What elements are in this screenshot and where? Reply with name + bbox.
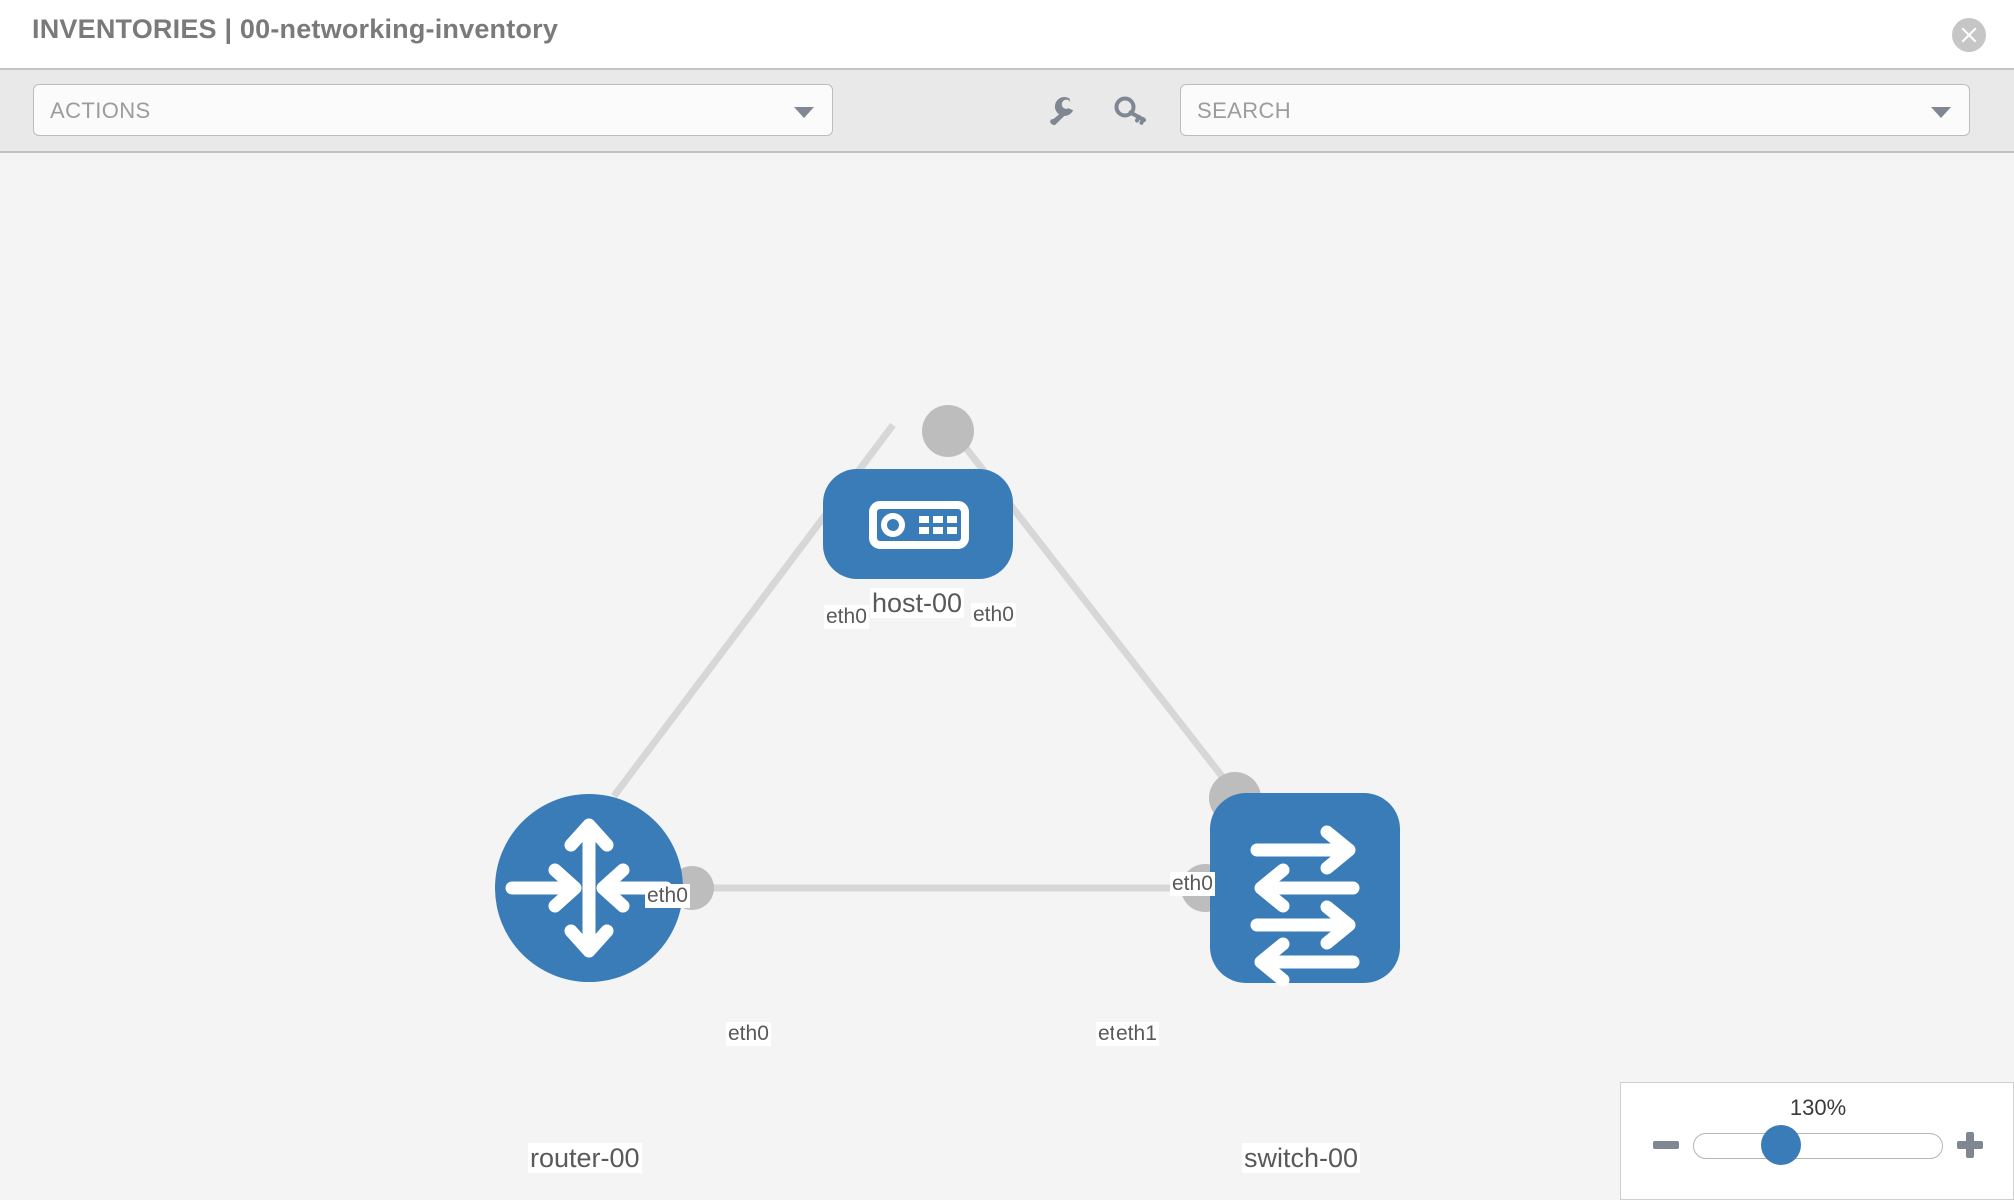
- edge-label-router-eth0-right: eth0: [726, 1022, 771, 1047]
- node-switch-00: [1210, 793, 1400, 987]
- router-arrows-icon: [505, 818, 673, 958]
- edge-label-host-eth0-right: eth0: [971, 603, 1016, 628]
- chevron-down-icon: [794, 107, 814, 118]
- edge-label-switch-eth1-left: eth1: [1114, 1022, 1159, 1047]
- node-router-00: [495, 794, 683, 982]
- page-title: INVENTORIES | 00-networking-inventory: [32, 14, 559, 44]
- zoom-slider-track[interactable]: [1693, 1133, 1943, 1159]
- node-label-router-00: router-00: [528, 1143, 642, 1174]
- page-header: INVENTORIES | 00-networking-inventory: [0, 0, 2014, 68]
- topology-canvas[interactable]: eth0 host-00 eth0 eth0 eth0 eth0 eth0 et…: [0, 153, 2014, 1200]
- key-icon[interactable]: [1110, 90, 1154, 134]
- topology-graph: [495, 405, 1400, 987]
- edge-label-switch-eth0-up: eth0: [1170, 872, 1215, 897]
- plus-icon[interactable]: [1955, 1130, 1985, 1165]
- zoom-level-value: 130%: [1789, 1095, 1847, 1120]
- switch-arrows-icon: [1250, 825, 1360, 987]
- minus-icon[interactable]: [1651, 1130, 1681, 1165]
- edge-label-router-eth0-up: eth0: [645, 884, 690, 909]
- zoom-slider-handle[interactable]: [1761, 1125, 1801, 1165]
- actions-dropdown-label: ACTIONS: [50, 98, 151, 123]
- node-label-switch-00: switch-00: [1242, 1143, 1361, 1174]
- node-host-00: [823, 469, 1013, 579]
- port-host-eth0-right: [922, 405, 974, 457]
- search-placeholder: SEARCH: [1197, 98, 1292, 123]
- actions-dropdown[interactable]: ACTIONS: [33, 84, 833, 136]
- search-input[interactable]: SEARCH: [1180, 84, 1970, 136]
- node-label-host-00: host-00: [870, 588, 965, 619]
- close-icon[interactable]: [1952, 18, 1986, 52]
- chevron-down-icon: [1931, 107, 1951, 118]
- server-icon: [869, 501, 969, 549]
- wrench-icon[interactable]: [1038, 90, 1082, 134]
- zoom-control-panel: 130%: [1620, 1082, 2014, 1200]
- edge-label-host-eth0-left: eth0: [824, 605, 869, 630]
